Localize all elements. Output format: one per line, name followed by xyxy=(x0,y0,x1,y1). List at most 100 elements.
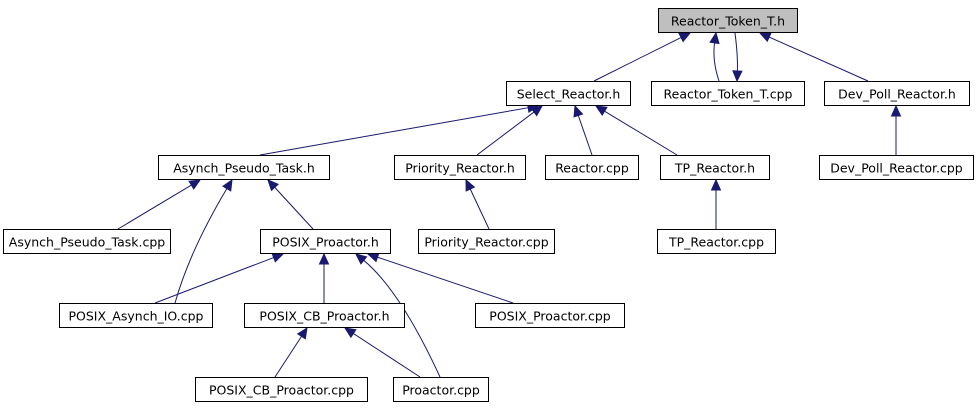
node-posix-asynch-io-cpp[interactable]: POSIX_Asynch_IO.cpp xyxy=(59,303,213,328)
arrowhead-icon xyxy=(709,31,720,45)
node-tp-reactor-h[interactable]: TP_Reactor.h xyxy=(660,155,770,180)
edge-line xyxy=(259,107,530,156)
edge-posix_asynch_io_cpp-to-asynch_pseudo_task_h xyxy=(174,178,233,304)
node-asynch-pseudo-task-h[interactable]: Asynch_Pseudo_Task.h xyxy=(158,155,330,180)
node-label: Dev_Poll_Reactor.cpp xyxy=(830,161,963,176)
node-box xyxy=(158,155,330,180)
node-box xyxy=(195,377,368,402)
edge-posix_proactor_h-to-asynch_pseudo_task_h xyxy=(267,179,314,230)
edge-line xyxy=(469,187,490,230)
node-posix-cb-proactor-cpp[interactable]: POSIX_CB_Proactor.cpp xyxy=(195,377,368,402)
node-box xyxy=(506,81,631,106)
node-select-reactor-h[interactable]: Select_Reactor.h xyxy=(506,81,631,106)
node-posix-proactor-h[interactable]: POSIX_Proactor.h xyxy=(260,229,391,254)
node-box xyxy=(3,229,171,254)
edge-dev_poll_reactor_cpp-to-dev_poll_reactor_h xyxy=(890,104,902,155)
node-label: Reactor.cpp xyxy=(555,161,629,176)
node-posix-cb-proactor-h[interactable]: POSIX_CB_Proactor.h xyxy=(244,303,405,328)
node-label: POSIX_CB_Proactor.cpp xyxy=(209,383,354,398)
node-box xyxy=(394,155,526,180)
edge-reactor_cpp-to-select_reactor_h xyxy=(573,104,593,156)
edge-tp_reactor_h-to-select_reactor_h xyxy=(594,105,678,156)
edge-tp_reactor_cpp-to-tp_reactor_h xyxy=(710,178,722,229)
node-dev-poll-reactor-cpp[interactable]: Dev_Poll_Reactor.cpp xyxy=(819,155,974,180)
edge-line xyxy=(768,36,869,82)
node-label: POSIX_Proactor.cpp xyxy=(489,309,610,324)
node-label: Select_Reactor.h xyxy=(517,87,621,102)
node-box xyxy=(545,155,639,180)
arrowhead-icon xyxy=(366,252,380,263)
edge-asynch_pseudo_task_h-to-select_reactor_h xyxy=(259,102,540,156)
arrowhead-icon xyxy=(267,179,279,192)
edge-priority_reactor_cpp-to-priority_reactor_h xyxy=(465,178,490,230)
node-dev-poll-reactor-h[interactable]: Dev_Poll_Reactor.h xyxy=(824,81,970,106)
node-label: POSIX_CB_Proactor.h xyxy=(259,309,389,324)
node-label: POSIX_Proactor.h xyxy=(272,235,379,250)
arrowhead-icon xyxy=(343,327,357,339)
node-label: POSIX_Asynch_IO.cpp xyxy=(69,309,204,324)
node-label: Priority_Reactor.h xyxy=(405,161,515,176)
node-box xyxy=(418,229,555,254)
node-asynch-pseudo-task-cpp[interactable]: Asynch_Pseudo_Task.cpp xyxy=(3,229,171,254)
arrowhead-icon xyxy=(710,178,722,191)
arrowhead-icon xyxy=(465,178,476,192)
node-posix-proactor-cpp[interactable]: POSIX_Proactor.cpp xyxy=(475,303,625,328)
node-label: TP_Reactor.cpp xyxy=(668,235,764,250)
edge-line xyxy=(154,256,275,304)
edge-select_reactor_h-to-reactor_token_t_h xyxy=(593,32,692,82)
node-reactor-cpp[interactable]: Reactor.cpp xyxy=(545,155,639,180)
node-reactor-token-t-cpp[interactable]: Reactor_Token_T.cpp xyxy=(651,81,805,106)
node-box xyxy=(651,81,805,106)
arrowhead-icon xyxy=(355,253,368,265)
arrowhead-icon xyxy=(188,179,202,190)
arrowhead-icon xyxy=(222,178,233,192)
arrowhead-icon xyxy=(271,252,285,263)
arrowhead-icon xyxy=(573,104,584,118)
node-box xyxy=(657,229,776,254)
edge-reactor_token_t_cpp-to-reactor_token_t_h xyxy=(709,31,720,82)
node-label: Reactor_Token_T.cpp xyxy=(664,87,793,102)
node-box xyxy=(824,81,970,106)
arrowhead-icon xyxy=(890,104,902,117)
node-box xyxy=(59,303,213,328)
node-label: Asynch_Pseudo_Task.h xyxy=(173,161,315,176)
node-label: Priority_Reactor.cpp xyxy=(424,235,548,250)
node-box xyxy=(260,229,391,254)
node-box xyxy=(819,155,974,180)
edge-line xyxy=(352,332,421,378)
node-priority-reactor-cpp[interactable]: Priority_Reactor.cpp xyxy=(418,229,555,254)
node-label: Reactor_Token_T.h xyxy=(671,14,785,29)
edge-line xyxy=(174,187,228,304)
node-label: Asynch_Pseudo_Task.cpp xyxy=(9,235,165,250)
node-reactor-token-t-h[interactable]: Reactor_Token_T.h xyxy=(658,8,798,33)
node-box xyxy=(660,155,770,180)
edge-line xyxy=(376,256,514,304)
arrowhead-icon xyxy=(530,105,543,117)
node-box xyxy=(658,8,798,33)
edge-posix_asynch_io_cpp-to-posix_proactor_h xyxy=(154,252,285,304)
edge-line xyxy=(734,32,738,73)
edge-proactor_cpp-to-posix_cb_proactor_h xyxy=(343,327,421,378)
edge-line xyxy=(577,114,593,156)
edge-line xyxy=(117,184,193,230)
edge-priority_reactor_h-to-select_reactor_h xyxy=(476,105,543,156)
edge-reactor_token_t_h-to-reactor_token_t_cpp xyxy=(732,32,743,83)
edge-dev_poll_reactor_h-to-reactor_token_t_h xyxy=(758,32,869,82)
node-tp-reactor-cpp[interactable]: TP_Reactor.cpp xyxy=(657,229,776,254)
arrowhead-icon xyxy=(318,252,330,265)
edge-line xyxy=(603,110,678,156)
arrowhead-icon xyxy=(678,32,692,43)
edge-line xyxy=(593,36,683,82)
arrowhead-icon xyxy=(594,105,608,116)
node-label: TP_Reactor.h xyxy=(674,161,755,176)
node-priority-reactor-h[interactable]: Priority_Reactor.h xyxy=(394,155,526,180)
node-box xyxy=(475,303,625,328)
edge-line xyxy=(274,335,303,378)
node-box xyxy=(393,377,489,402)
arrowhead-icon xyxy=(296,326,308,340)
edge-posix_proactor_cpp-to-posix_proactor_h xyxy=(366,252,514,304)
node-proactor-cpp[interactable]: Proactor.cpp xyxy=(393,377,489,402)
edge-posix_cb_proactor_cpp-to-posix_cb_proactor_h xyxy=(274,326,308,378)
